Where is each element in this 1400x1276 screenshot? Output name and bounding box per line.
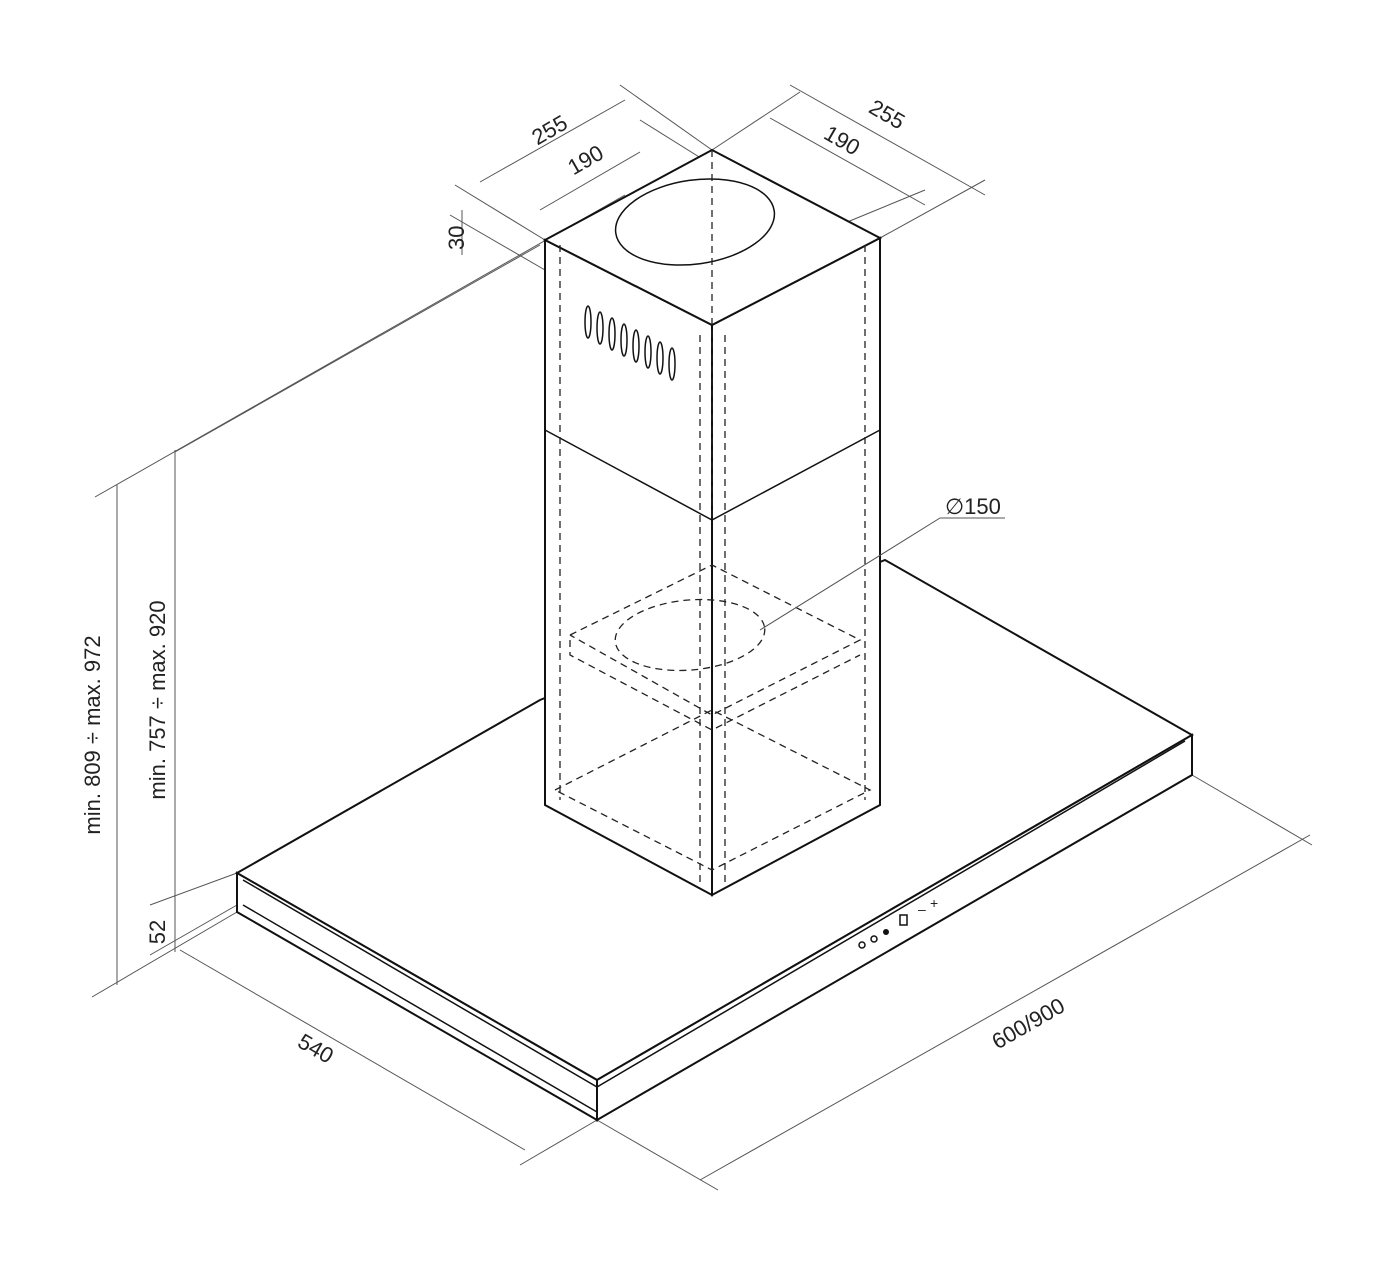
- dim-540: 540: [294, 1028, 338, 1068]
- slots: [584, 305, 676, 381]
- display-icon: [899, 914, 908, 926]
- dim-255-left: 255: [527, 110, 571, 150]
- power-button-icon[interactable]: [883, 929, 889, 935]
- dim-190-left: 190: [563, 140, 607, 180]
- dim-duct-diameter: ∅150: [945, 494, 1001, 519]
- chimney: [542, 148, 883, 897]
- extension-lines: [91, 84, 1313, 1191]
- dim-30: 30: [444, 226, 469, 250]
- dim-total-height: min. 809 ÷ max. 972: [80, 635, 105, 834]
- control-panel: – +: [858, 895, 938, 949]
- dim-190-right: 190: [820, 120, 864, 160]
- light-button-icon[interactable]: [858, 941, 866, 949]
- speed-button-icon[interactable]: [870, 935, 878, 943]
- dim-chimney-height: min. 757 ÷ max. 920: [145, 600, 170, 799]
- dim-52: 52: [145, 920, 170, 944]
- duct-leader: [759, 517, 1005, 631]
- minus-icon[interactable]: –: [918, 901, 926, 917]
- dim-255-right: 255: [865, 94, 909, 134]
- dim-600-900: 600/900: [988, 993, 1069, 1054]
- plus-icon[interactable]: +: [930, 895, 938, 911]
